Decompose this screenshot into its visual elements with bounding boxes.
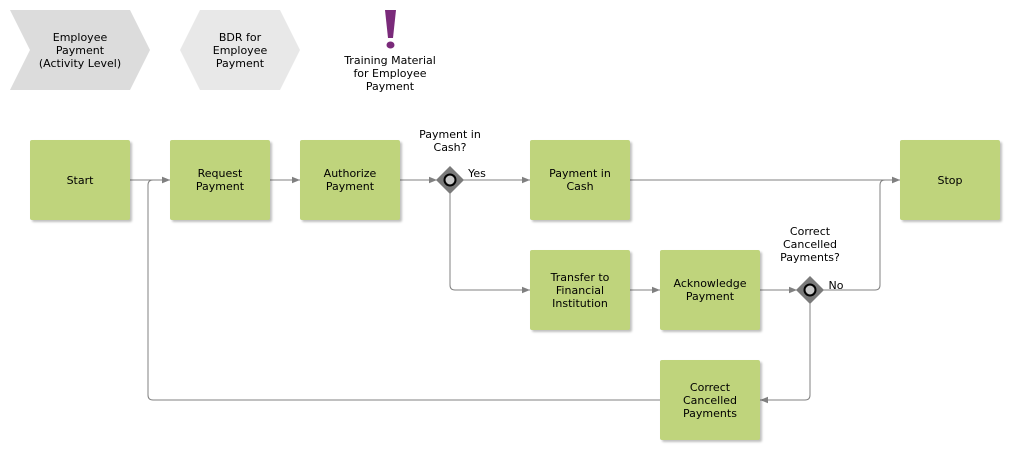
information-training-material: Training Material for Employee Payment — [344, 53, 436, 93]
connector-gateway-correct — [760, 303, 811, 404]
connector-gateway-stop — [822, 176, 900, 291]
gateway-cash — [436, 166, 464, 194]
gateway-cash-yes-label: Yes — [468, 166, 486, 180]
gateway-cash-question: Payment in Cash? — [419, 128, 481, 154]
function-acknowledge-payment[interactable]: Acknowledge Payment — [660, 250, 760, 330]
connector-correct-request — [147, 176, 660, 401]
function-transfer[interactable]: Transfer to Financial Institution — [530, 250, 630, 330]
gateway-correct-no-label: No — [828, 278, 844, 292]
process-interface-shape-1 — [10, 10, 150, 90]
function-stop[interactable]: Stop — [900, 140, 1000, 220]
function-start[interactable]: Start — [30, 140, 130, 220]
gateway-correct — [796, 276, 824, 304]
function-correct-cancelled[interactable]: Correct Cancelled Payments — [660, 360, 760, 440]
information-icon — [385, 10, 396, 49]
process-interface-bdr[interactable]: BDR for Employee Payment — [212, 30, 268, 70]
gateway-correct-question: Correct Cancelled Payments? — [780, 224, 840, 264]
connector-gateway-transfer — [449, 193, 530, 294]
process-interface-shape-2 — [180, 10, 300, 90]
function-authorize-payment[interactable]: Authorize Payment — [300, 140, 400, 220]
process-interface-employee-payment[interactable]: Employee Payment (Activity Level) — [38, 30, 122, 70]
function-request-payment[interactable]: Request Payment — [170, 140, 270, 220]
function-payment-in-cash[interactable]: Payment in Cash — [530, 140, 630, 220]
